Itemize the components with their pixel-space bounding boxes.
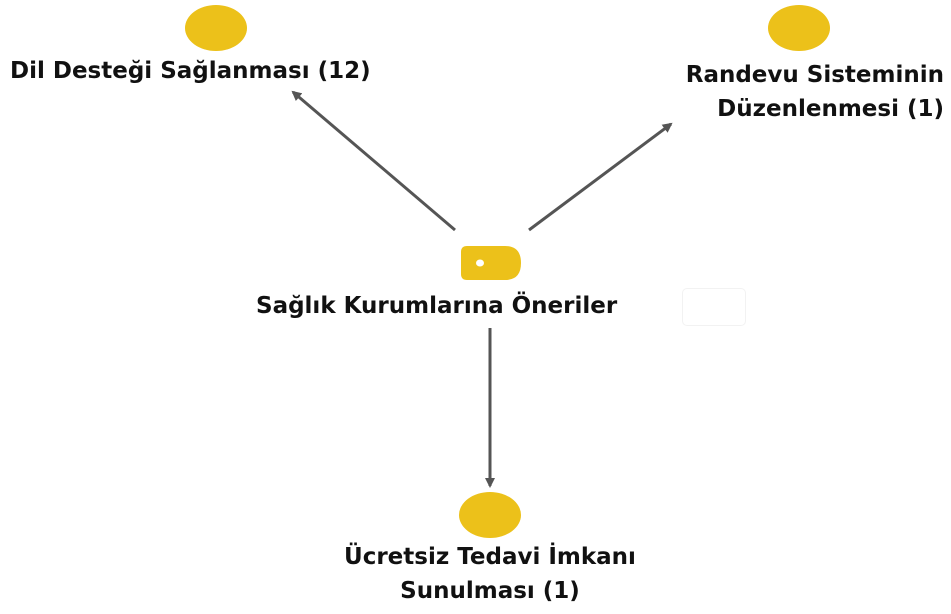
ucretsiz-label-line2: Sunulması (1) [400, 578, 580, 604]
dil-destegi-label-line1: Dil Desteği Sağlanması (12) [10, 58, 371, 84]
central-badge-box [682, 288, 746, 326]
randevu-label-line1: Randevu Sisteminin [685, 62, 944, 88]
node-ucretsiz-tedavi-circle-icon[interactable] [459, 492, 521, 538]
ucretsiz-label-line1: Ücretsiz Tedavi İmkanı [344, 544, 636, 570]
central-topic-label: Sağlık Kurumlarına Öneriler [256, 293, 618, 319]
tag-icon[interactable] [461, 246, 521, 280]
node-dil-destegi-label: Dil Desteği Sağlanması (12) [10, 54, 371, 88]
node-randevu-label: Randevu Sisteminin Düzenlenmesi (1) [600, 58, 944, 126]
node-dil-destegi-circle-icon[interactable] [185, 5, 247, 51]
node-randevu-circle-icon[interactable] [768, 5, 830, 51]
edge-to-dil-destegi [291, 90, 456, 232]
node-ucretsiz-tedavi-label: Ücretsiz Tedavi İmkanı Sunulması (1) [290, 540, 690, 608]
edge-to-randevu [528, 122, 673, 232]
randevu-label-line2: Düzenlenmesi (1) [717, 96, 944, 122]
